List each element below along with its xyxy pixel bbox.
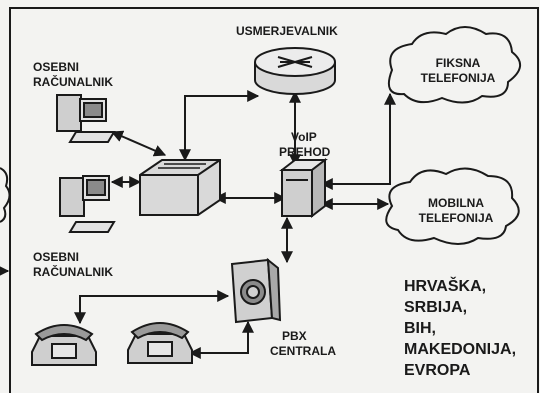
switch-icon	[139, 159, 221, 216]
country-item: MAKEDONIJA,	[404, 341, 517, 358]
cloud-icon	[0, 167, 11, 223]
link-pc1-switch	[110, 130, 167, 157]
country-item: SRBIJA,	[404, 299, 468, 316]
pc-bottom-label-line1: OSEBNI	[33, 250, 80, 264]
cloud-icon	[385, 167, 520, 245]
mobile-telephony-label-line1: MOBILNA	[428, 196, 484, 210]
country-item: EVROPA	[404, 362, 471, 379]
diagram-frame	[9, 7, 539, 393]
link-pbx-phone2	[188, 320, 254, 359]
link-pbx-phone1	[74, 290, 230, 325]
countries-list: HRVAŠKA, SRBIJA, BIH, MAKEDONIJA, EVROPA	[404, 276, 516, 381]
cloud-icon	[388, 26, 521, 104]
computer-icon	[59, 175, 116, 233]
country-item: HRVAŠKA,	[404, 278, 487, 295]
router-icon	[254, 47, 336, 95]
router-label: USMERJEVALNIK	[236, 24, 338, 38]
pbx-icon	[230, 257, 282, 324]
telephone-icon	[127, 322, 193, 364]
voip-label-line2: PREHOD	[279, 145, 331, 159]
voip-label-line1: VoIP	[291, 130, 317, 144]
link-switch-router	[179, 90, 260, 162]
connection-lines	[74, 90, 396, 359]
pbx-label-line2: CENTRALA	[270, 344, 336, 358]
pc-bottom-label-line2: RAČUNALNIK	[33, 265, 113, 279]
fixed-telephony-label-line1: FIKSNA	[435, 56, 481, 70]
voip-gateway-icon	[279, 157, 328, 219]
mobile-telephony-label-line2: TELEFONIJA	[418, 211, 494, 225]
fixed-telephony-label-line2: TELEFONIJA	[420, 71, 496, 85]
country-item: BIH,	[404, 320, 436, 337]
pbx-label-line1: PBX	[282, 329, 307, 343]
pc-top-label-line2: RAČUNALNIK	[33, 75, 113, 89]
computer-icon	[56, 94, 116, 143]
pc-top-label-line1: OSEBNI	[33, 60, 80, 74]
link-voip-fixed	[320, 92, 396, 190]
telephone-icon	[31, 324, 97, 366]
